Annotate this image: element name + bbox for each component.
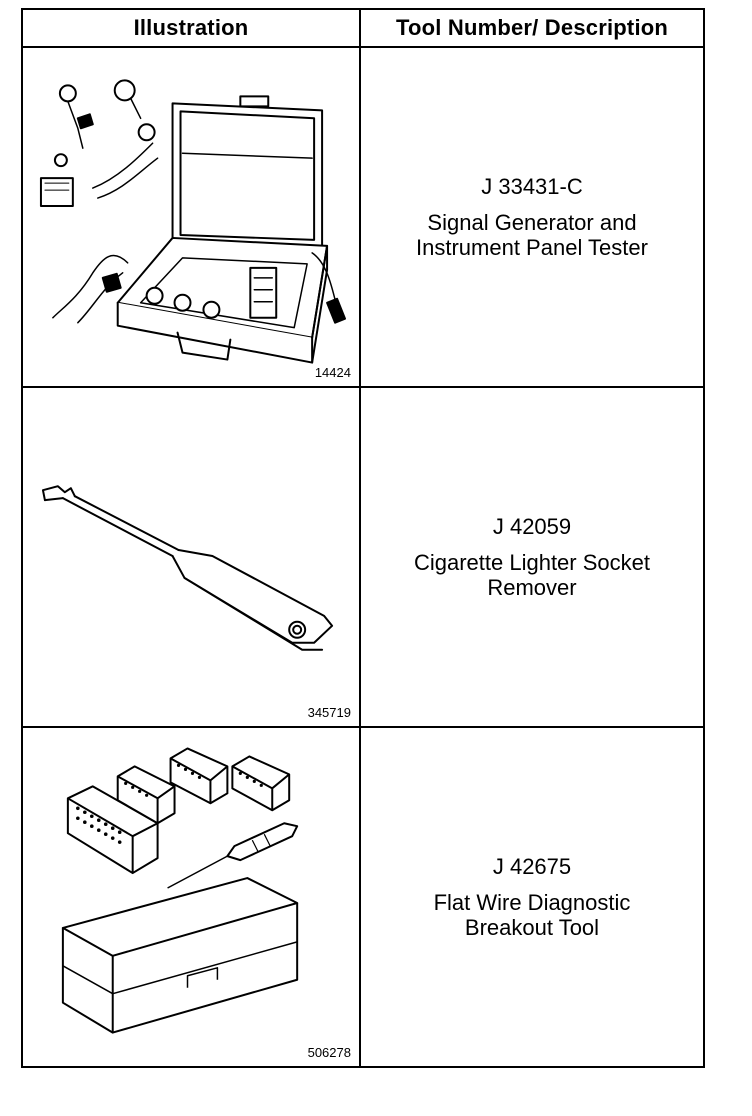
illustration-cell: 14424 (21, 46, 361, 388)
table-row: 506278 J 42675 Flat Wire Diagnostic Brea… (21, 726, 706, 1068)
description-cell: J 42675 Flat Wire Diagnostic Breakout To… (358, 726, 706, 1068)
illustration-header: Illustration (21, 8, 361, 48)
description-cell: J 33431-C Signal Generator and Instrumen… (358, 46, 706, 388)
figure-number: 506278 (307, 1045, 351, 1060)
breakout-kit-icon (61, 747, 299, 1034)
tester-case-icon (39, 79, 347, 364)
tool-number: J 42675 (492, 854, 572, 879)
description-header: Tool Number/ Description (358, 8, 706, 48)
description-cell: J 42059 Cigarette Lighter Socket Remover (358, 386, 706, 728)
tool-number: J 42059 (492, 514, 572, 539)
table-row: 14424 J 33431-C Signal Generator and Ins… (21, 46, 706, 388)
table-header-row: Illustration Tool Number/ Description (21, 8, 706, 48)
figure-number: 345719 (307, 705, 351, 720)
socket-remover-icon (41, 485, 334, 651)
illustration-cell: 506278 (21, 726, 361, 1068)
illustration-cell: 345719 (21, 386, 361, 728)
tool-description: Cigarette Lighter Socket Remover (413, 550, 650, 600)
tool-table: Illustration Tool Number/ Description (21, 8, 706, 1068)
figure-number: 14424 (314, 365, 351, 380)
table-row: 345719 J 42059 Cigarette Lighter Socket … (21, 386, 706, 728)
tool-description: Signal Generator and Instrument Panel Te… (416, 210, 648, 260)
tool-description: Flat Wire Diagnostic Breakout Tool (433, 890, 631, 940)
tool-number: J 33431-C (481, 174, 583, 199)
